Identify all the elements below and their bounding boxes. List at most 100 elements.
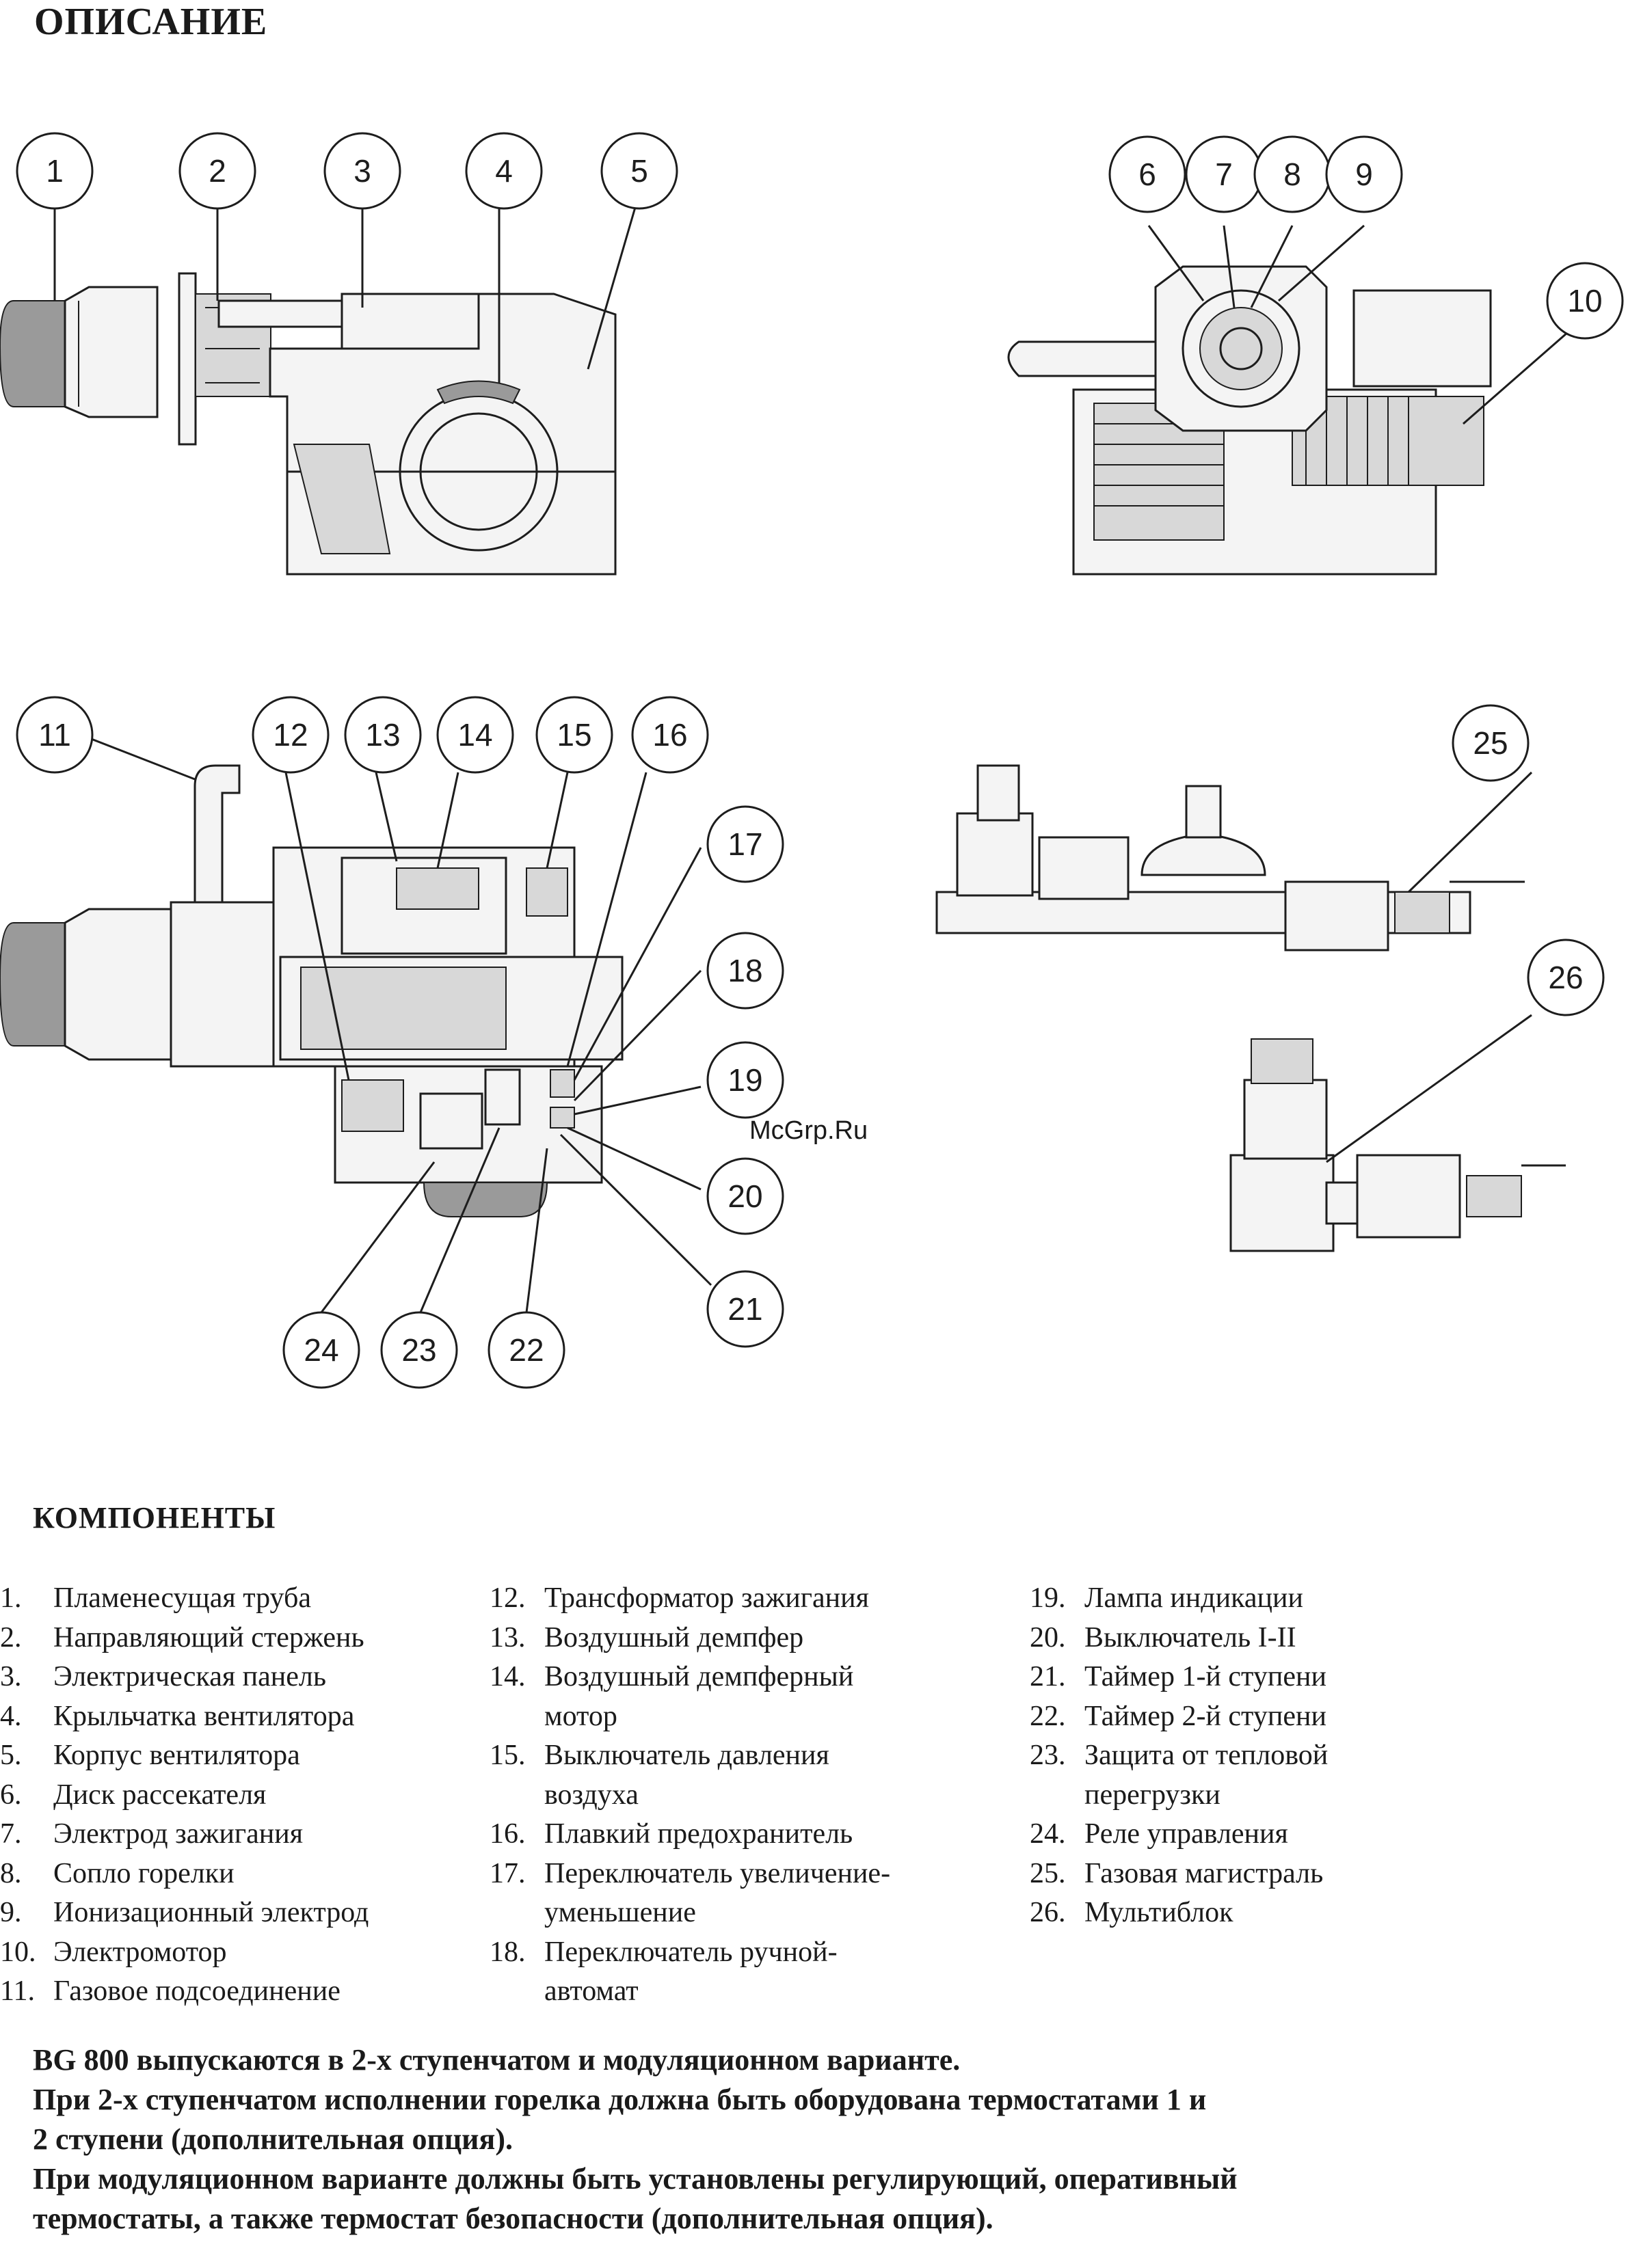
page-title: ОПИСАНИЕ: [34, 1, 268, 43]
callout-16: 16: [631, 696, 709, 774]
component-item: 4.Крыльчатка вентилятора: [0, 1700, 355, 1732]
component-item: 5.Корпус вентилятора: [0, 1740, 300, 1771]
note-line: термостаты, а также термостат безопаснос…: [33, 2202, 993, 2235]
component-item: автомат: [544, 1975, 639, 2007]
callout-20: 20: [706, 1157, 784, 1235]
callout-19: 19: [706, 1041, 784, 1119]
fan-impeller: [436, 380, 521, 405]
flame-disk: [1199, 307, 1283, 390]
svg-text:23: 23: [401, 1332, 436, 1368]
component-item: 24.Реле управления: [1030, 1818, 1288, 1850]
components-heading: КОМПОНЕНТЫ: [33, 1501, 276, 1535]
ignition-transformer: [341, 1079, 404, 1132]
control-relay: [419, 1092, 483, 1150]
callout-4: 4: [465, 132, 543, 210]
gas-filter: [1284, 880, 1389, 951]
callout-5: 5: [600, 132, 678, 210]
callout-14: 14: [436, 696, 514, 774]
component-item: 15.Выключатель давления: [490, 1740, 829, 1771]
svg-text:24: 24: [304, 1332, 338, 1368]
component-item: 8.Сопло горелки: [0, 1857, 235, 1889]
callout-17: 17: [706, 805, 784, 883]
svg-text:13: 13: [365, 717, 400, 753]
callout-1: 1: [16, 132, 94, 210]
component-item: 2.Направляющий стержень: [0, 1621, 364, 1653]
components-column-1: 1.Пламенесущая труба 2.Направляющий стер…: [0, 1579, 479, 2012]
gas-pipe-stub: [1007, 340, 1157, 377]
svg-text:10: 10: [1567, 283, 1602, 319]
callout-22: 22: [488, 1311, 565, 1389]
electrical-panel-box: [341, 293, 480, 357]
watermark-text: McGrp.Ru: [749, 1116, 868, 1145]
component-item: 12.Трансформатор зажигания: [490, 1582, 869, 1614]
component-item: 25.Газовая магистраль: [1030, 1857, 1324, 1889]
flange: [178, 272, 197, 446]
svg-text:25: 25: [1473, 725, 1508, 761]
svg-text:26: 26: [1548, 960, 1583, 995]
component-item: 11.Газовое подсоединение: [0, 1975, 341, 2007]
flame-tube: [64, 286, 159, 418]
callout-18: 18: [706, 932, 784, 1010]
svg-text:9: 9: [1355, 157, 1373, 192]
svg-text:2: 2: [209, 153, 226, 189]
multiblock-filter: [1356, 1154, 1461, 1239]
component-item: мотор: [544, 1700, 617, 1732]
burner-top-view-diagram: 11 12 13 14 15 16 17 18 19 20 21 22 23 2…: [0, 696, 784, 1389]
callout-3: 3: [323, 132, 401, 210]
svg-text:19: 19: [728, 1062, 762, 1098]
callout-13: 13: [344, 696, 422, 774]
gas-train-diagram: 25: [935, 704, 1533, 951]
callout-2: 2: [178, 132, 256, 210]
burner-front-view-diagram: 6 7 8 9 10: [1007, 135, 1624, 576]
component-item: 18.Переключатель ручной-: [490, 1936, 838, 1968]
svg-text:16: 16: [652, 717, 687, 753]
note-line: 2 ступени (дополнительная опция).: [33, 2122, 513, 2156]
note-line: При 2-х ступенчатом исполнении горелка д…: [33, 2083, 1207, 2116]
callout-15: 15: [535, 696, 613, 774]
component-item: 14.Воздушный демпферный: [490, 1661, 854, 1692]
component-item: 7.Электрод зажигания: [0, 1818, 304, 1850]
multiblock-diagram: 26: [1229, 939, 1605, 1252]
components-column-3: 19.Лампа индикации 20.Выключатель I-II 2…: [1030, 1579, 1549, 1933]
svg-text:5: 5: [630, 153, 648, 189]
svg-text:7: 7: [1215, 157, 1233, 192]
callout-9: 9: [1325, 135, 1403, 213]
component-item: 22.Таймер 2-й ступени: [1030, 1700, 1326, 1732]
svg-text:3: 3: [353, 153, 371, 189]
svg-text:18: 18: [728, 953, 762, 988]
svg-text:12: 12: [273, 717, 308, 753]
component-item: 16.Плавкий предохранитель: [490, 1818, 853, 1850]
notes-block: BG 800 выпускаются в 2-х ступенчатом и м…: [33, 2040, 1605, 2239]
callout-23: 23: [380, 1311, 458, 1389]
component-item: 17.Переключатель увеличение-: [490, 1857, 891, 1889]
svg-text:22: 22: [509, 1332, 544, 1368]
callout-24: 24: [282, 1311, 360, 1389]
svg-text:15: 15: [557, 717, 591, 753]
bottom-motor: [423, 1182, 548, 1217]
svg-text:14: 14: [457, 717, 492, 753]
svg-text:21: 21: [728, 1291, 762, 1327]
burner-side-view-diagram: 1 2 3 4 5: [0, 132, 678, 576]
note-line: BG 800 выпускаются в 2-х ступенчатом и м…: [33, 2043, 961, 2077]
callout-25: 25: [1452, 704, 1530, 782]
component-item: 3.Электрическая панель: [0, 1661, 326, 1692]
svg-text:20: 20: [728, 1178, 762, 1214]
component-item: перегрузки: [1084, 1779, 1220, 1811]
note-line: При модуляционном варианте должны быть у…: [33, 2162, 1238, 2196]
gas-pipe: [935, 891, 1471, 934]
flame-tube-nozzle: [0, 300, 66, 407]
callout-11: 11: [16, 696, 94, 774]
component-item: 9.Ионизационный электрод: [0, 1897, 369, 1928]
callout-21: 21: [706, 1270, 784, 1348]
svg-text:6: 6: [1138, 157, 1156, 192]
component-item: 21.Таймер 1-й ступени: [1030, 1661, 1326, 1692]
callout-10: 10: [1546, 262, 1624, 340]
multiblock-body: [1229, 1154, 1335, 1252]
gas-ball-valve: [1394, 891, 1450, 934]
pressure-regulator: [1140, 833, 1266, 876]
component-item: 13.Воздушный демпфер: [490, 1621, 804, 1653]
guide-rod: [217, 299, 350, 328]
component-item: 10.Электромотор: [0, 1936, 227, 1968]
component-item: 6.Диск рассекателя: [0, 1779, 267, 1811]
callout-12: 12: [252, 696, 330, 774]
